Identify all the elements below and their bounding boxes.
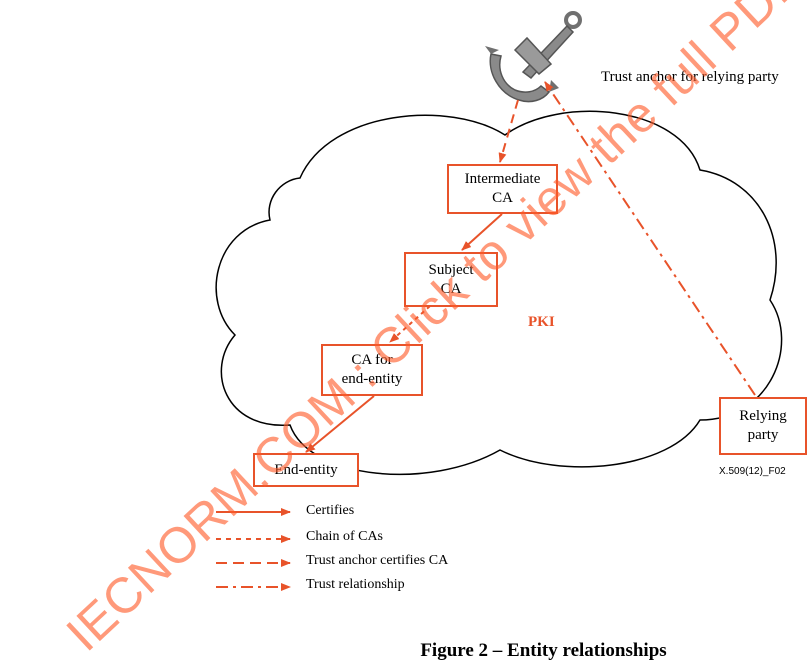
legend-label-trust-anchor-certifies-ca: Trust anchor certifies CA <box>306 553 449 568</box>
node-intermediate-ca-line2: CA <box>492 190 513 206</box>
edge-ca-to-end-entity <box>305 395 375 453</box>
legend-label-trust-relationship: Trust relationship <box>306 577 405 592</box>
pki-cloud-label: PKI <box>528 314 555 330</box>
node-end-entity: End-entity <box>253 453 359 487</box>
edge-anchor-to-intermediate <box>498 99 519 163</box>
node-subject-ca-line2: CA <box>440 280 462 297</box>
pki-cloud <box>215 110 783 476</box>
node-relying-party-line2: party <box>747 427 779 443</box>
node-relying-party-line1: Relying <box>739 408 787 424</box>
node-subject-ca-line1: Subject <box>428 261 474 278</box>
figure-caption: Figure 2 – Entity relationships <box>0 640 811 662</box>
node-subject-ca: Subject CA <box>404 252 498 307</box>
legend-graphics <box>216 508 291 591</box>
node-ca-end-entity: CA for end-entity <box>321 344 423 396</box>
trust-anchor-label: Trust anchor for relying party <box>601 69 779 85</box>
edge-relying-party-to-anchor <box>544 81 756 396</box>
node-intermediate-ca: Intermediate CA <box>447 164 558 214</box>
legend-label-chain-of-cas: Chain of CAs <box>306 529 383 544</box>
figure-code: X.509(12)_F02 <box>719 466 786 477</box>
node-ca-end-entity-line1: CA for <box>351 352 393 368</box>
node-intermediate-ca-line1: Intermediate <box>464 171 541 187</box>
node-relying-party: Relying party <box>719 397 807 455</box>
edge-subject-to-ca-end-entity <box>389 305 431 343</box>
anchor-icon <box>485 11 582 103</box>
legend-label-certifies: Certifies <box>306 503 355 518</box>
node-ca-end-entity-line2: end-entity <box>341 371 403 387</box>
edge-intermediate-to-subject <box>461 213 503 251</box>
figure-caption-text: Figure 2 – Entity relationships <box>420 640 667 661</box>
node-end-entity-line1: End-entity <box>274 461 338 478</box>
